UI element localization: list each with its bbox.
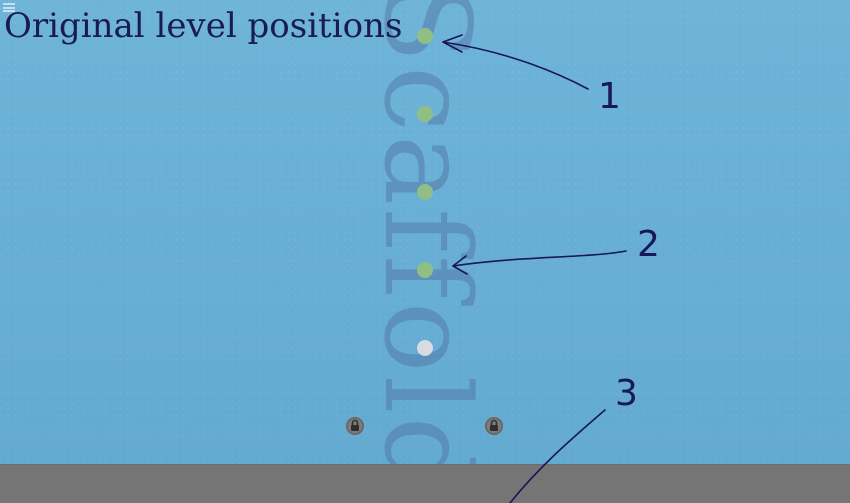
annotation-arrow-2 — [452, 250, 627, 267]
lock-icon — [351, 419, 359, 431]
annotation-label-2: 2 — [637, 224, 660, 265]
annotation-arrow-1 — [442, 41, 589, 90]
annotation-label-3: 3 — [615, 373, 638, 414]
watermark-text: Scaffold — [358, 0, 496, 495]
level-dot-2[interactable] — [417, 106, 433, 122]
annotation-label-1: 1 — [598, 76, 621, 117]
level-dot-1[interactable] — [417, 28, 433, 44]
annotation-arrowhead-2 — [452, 255, 468, 275]
level-dot-3[interactable] — [417, 184, 433, 200]
ground-bar — [0, 464, 850, 503]
lock-icon — [490, 419, 498, 431]
level-dot-4[interactable] — [417, 262, 433, 278]
page-title: Original level positions — [4, 6, 403, 46]
annotation-arrowhead-1 — [442, 34, 463, 53]
locked-level-left[interactable] — [346, 417, 364, 435]
level-dot-5[interactable] — [417, 340, 433, 356]
locked-level-right[interactable] — [485, 417, 503, 435]
menu-icon[interactable] — [3, 3, 15, 12]
